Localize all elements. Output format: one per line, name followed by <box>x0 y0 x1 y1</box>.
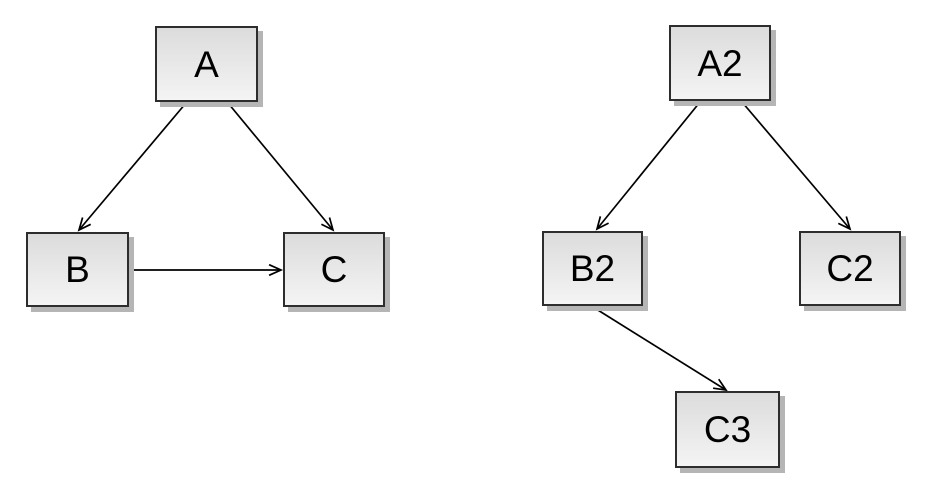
node-label: B <box>65 249 90 290</box>
node-B2: B2 <box>542 231 643 306</box>
arrowhead-icon <box>837 216 852 231</box>
edge-A2-B2 <box>595 101 701 231</box>
edge-A2-C2 <box>741 101 852 231</box>
node-C: C <box>283 232 385 307</box>
arrowhead-icon <box>595 216 609 231</box>
node-label: B2 <box>569 248 616 289</box>
arrowhead-icon <box>712 378 728 392</box>
node-label: A <box>194 43 219 85</box>
node-label: C2 <box>826 248 874 289</box>
node-C2: C2 <box>799 231 901 306</box>
edge-line <box>592 306 727 391</box>
arrowhead-icon <box>321 217 335 232</box>
edge-line <box>78 102 187 231</box>
arrowhead-icon <box>77 217 92 232</box>
arrowhead-icon <box>268 263 284 277</box>
edge-B2-C3 <box>592 306 728 392</box>
edges-left-graph <box>77 102 335 277</box>
node-A2: A2 <box>669 25 771 101</box>
edge-line <box>741 101 851 230</box>
node-B: B <box>26 232 129 307</box>
edges-right-graph <box>592 101 852 392</box>
edge-A-C <box>227 102 335 232</box>
node-label: A2 <box>697 42 743 84</box>
node-label: C <box>320 249 348 290</box>
node-A: A <box>155 26 258 102</box>
node-label: C3 <box>703 409 752 450</box>
edge-B-C <box>130 263 284 277</box>
edge-line <box>227 102 334 231</box>
edge-line <box>596 101 701 230</box>
edge-A-B <box>77 102 187 232</box>
node-C3: C3 <box>675 391 780 468</box>
